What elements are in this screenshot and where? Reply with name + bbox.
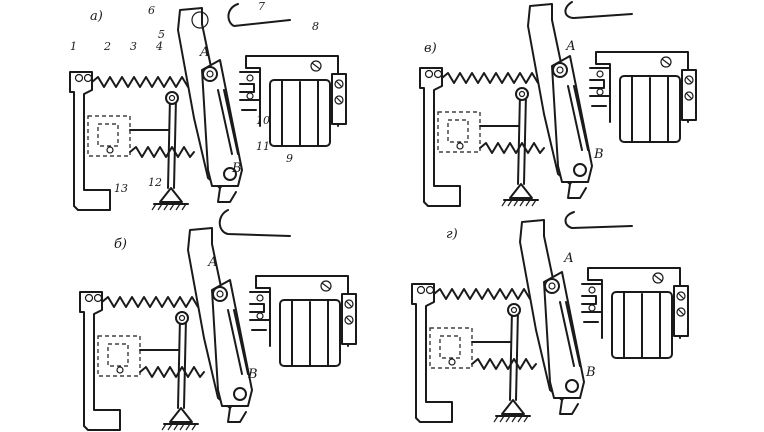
mechanism-v	[419, 3, 697, 207]
part-4: 4	[155, 40, 163, 53]
part-6: 6	[148, 4, 155, 17]
panel-a: а) A B 1 2 3 4 5 6 7 8 9 10 11 12 13	[69, 0, 347, 211]
handle-a	[227, 3, 291, 27]
stop-a	[191, 11, 209, 29]
handle-g	[564, 211, 633, 229]
part-10: 10	[256, 114, 270, 127]
panel-v-label: в)	[424, 41, 437, 56]
panel-a-label: а)	[90, 9, 103, 24]
panel-b-label: б)	[114, 237, 127, 252]
panel-v-point-a: А	[565, 39, 576, 54]
part-12: 12	[148, 176, 162, 189]
part-5: 5	[158, 28, 165, 41]
part-number-labels: 1 2 3 4 5 6 7 8 9 10 11 12 13	[70, 0, 319, 195]
panel-a-point-a: A	[199, 45, 209, 60]
handle-v	[564, 1, 633, 19]
part-11: 11	[256, 140, 270, 153]
mechanism-b	[79, 227, 357, 431]
panel-g-point-a: А	[563, 251, 574, 266]
panel-g-label: г)	[446, 227, 458, 242]
panel-g: г) А В	[411, 211, 689, 423]
mechanism-g	[411, 219, 689, 423]
part-9: 9	[286, 152, 293, 165]
part-1: 1	[70, 40, 77, 53]
panel-a-point-b: B	[231, 161, 242, 176]
part-2: 2	[103, 40, 111, 53]
panel-b-point-b: В	[247, 367, 258, 382]
part-13: 13	[114, 182, 128, 195]
panel-g-point-b: В	[585, 365, 596, 380]
handle-b	[218, 209, 291, 237]
panel-v: в) А В	[419, 1, 697, 207]
part-7: 7	[258, 0, 265, 13]
part-3: 3	[130, 40, 137, 53]
panel-v-point-b: В	[593, 147, 604, 162]
panel-b: б) А В	[79, 209, 357, 431]
mechanism-a	[69, 7, 347, 211]
panel-b-point-a: А	[207, 255, 218, 270]
part-8: 8	[312, 20, 319, 33]
